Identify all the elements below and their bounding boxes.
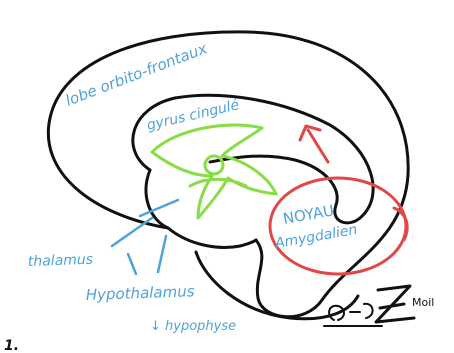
page-number: 1. bbox=[4, 338, 19, 353]
author-name: Moil bbox=[412, 296, 434, 309]
hypophyse-label: ↓ hypophyse bbox=[150, 319, 236, 334]
hypothalamus-label: Hypothalamus bbox=[86, 282, 195, 304]
thalamus-label: thalamus bbox=[28, 252, 94, 270]
